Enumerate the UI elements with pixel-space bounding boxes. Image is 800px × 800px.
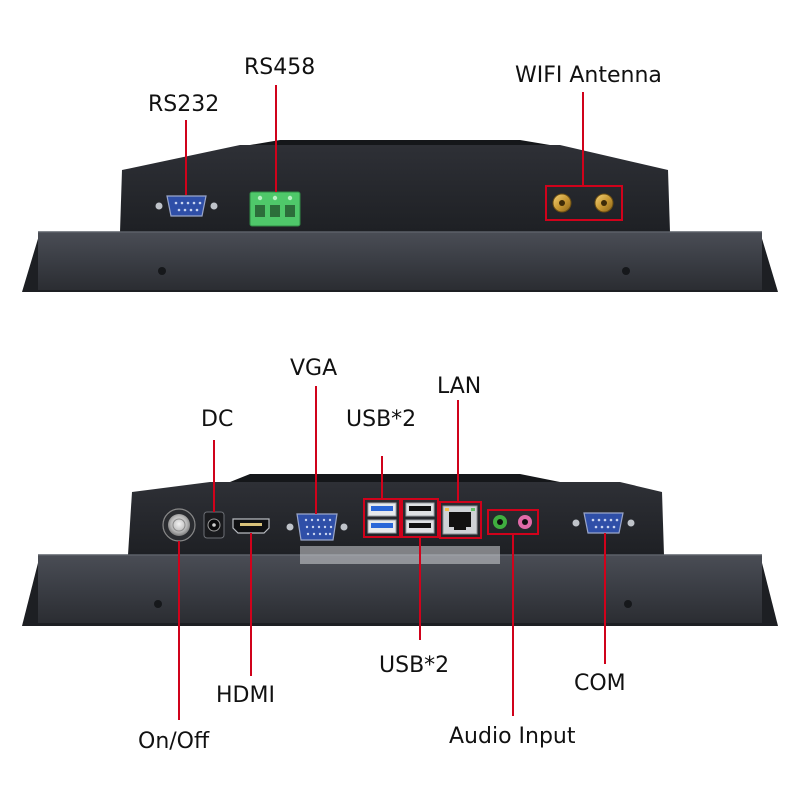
com-port bbox=[572, 512, 635, 534]
label-wifi-antenna: WIFI Antenna bbox=[515, 63, 662, 88]
label-sticker bbox=[300, 546, 500, 564]
screw-icon bbox=[624, 600, 632, 608]
bottom-main-panel bbox=[38, 555, 762, 623]
power-button bbox=[162, 508, 196, 542]
screw-icon bbox=[622, 267, 630, 275]
label-audio-input: Audio Input bbox=[449, 724, 576, 749]
top-rear-housing bbox=[120, 145, 670, 232]
top-main-panel bbox=[38, 232, 762, 290]
label-dc: DC bbox=[201, 407, 234, 432]
lan-port bbox=[442, 505, 478, 535]
vga-port bbox=[286, 513, 348, 541]
hdmi-port bbox=[232, 518, 270, 534]
label-usb-top: USB*2 bbox=[346, 407, 417, 432]
top-callouts bbox=[185, 85, 623, 221]
label-on-off: On/Off bbox=[138, 729, 210, 754]
screw-icon bbox=[154, 600, 162, 608]
bottom-vent-plateau bbox=[230, 474, 560, 482]
dc-jack bbox=[203, 511, 225, 539]
label-rs458: RS458 bbox=[244, 55, 316, 80]
label-hdmi: HDMI bbox=[216, 683, 275, 708]
label-usb-bottom: USB*2 bbox=[379, 653, 450, 678]
top-vent-plateau bbox=[250, 140, 550, 145]
bottom-rear-housing bbox=[128, 482, 664, 555]
usb2-ports bbox=[405, 502, 435, 534]
usb3-ports bbox=[367, 502, 397, 534]
label-lan: LAN bbox=[437, 374, 482, 399]
rs232-port bbox=[155, 195, 218, 217]
audio-jacks bbox=[493, 515, 532, 529]
rs458-terminal bbox=[249, 191, 301, 227]
bottom-device bbox=[22, 386, 778, 720]
label-vga: VGA bbox=[290, 356, 338, 381]
label-com: COM bbox=[574, 671, 626, 696]
top-device bbox=[22, 85, 778, 292]
label-rs232: RS232 bbox=[148, 92, 220, 117]
bottom-callouts bbox=[178, 386, 606, 720]
wifi-antenna-connectors bbox=[552, 193, 614, 213]
screw-icon bbox=[158, 267, 166, 275]
